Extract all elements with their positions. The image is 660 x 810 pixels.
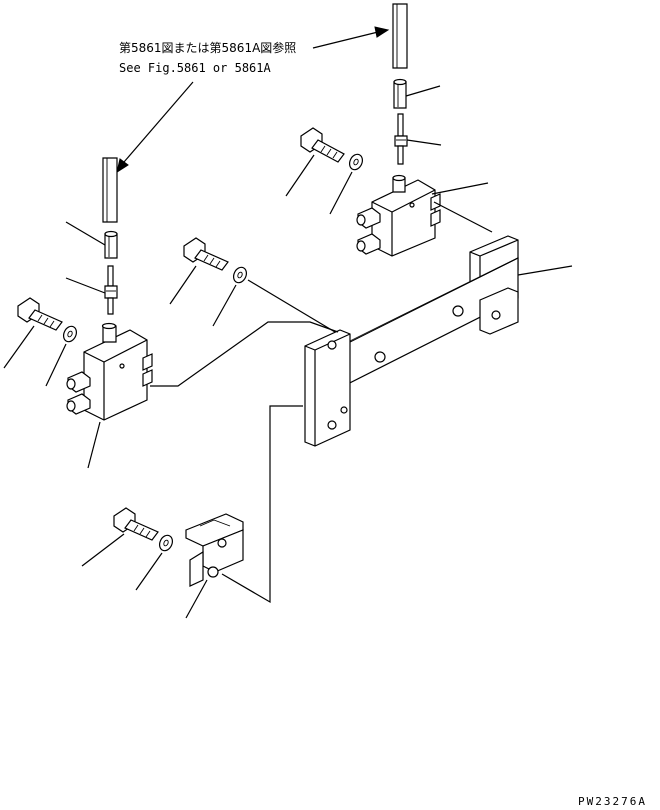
pipe-lower-run: [222, 406, 303, 602]
leader-bolt-lower: [82, 534, 124, 566]
leader-bolt-left: [4, 326, 34, 368]
leader-washer-lower: [136, 553, 162, 590]
bolt-middle: [184, 238, 228, 270]
leader-washer-right: [330, 172, 352, 214]
bolt-left: [18, 298, 62, 330]
leader-nipple-left: [66, 278, 105, 293]
leader-bolt-middle: [170, 266, 196, 304]
bolt-right-upper: [301, 128, 344, 162]
hose-left: [103, 158, 117, 222]
leader-valve-left: [88, 422, 100, 468]
hose-sleeve-right: [394, 80, 406, 109]
reference-text-jp: 第5861図または第5861A図参照: [119, 40, 296, 55]
hose-sleeve-left: [105, 232, 117, 259]
valve-block-left: [67, 324, 152, 421]
leader-clamp: [186, 580, 207, 618]
pipe-middle-washer: [248, 280, 335, 332]
washer-lower: [157, 533, 175, 553]
valve-block-right: [357, 176, 440, 257]
washer-middle: [231, 265, 249, 285]
leader-nipple-right: [407, 140, 441, 145]
drawing-code: PW23276A: [578, 795, 647, 808]
washer-right-upper: [347, 152, 365, 172]
nipple-left: [105, 266, 117, 314]
nipple-right: [395, 114, 407, 164]
reference-arrow-left: [117, 82, 193, 172]
leader-sleeve-left: [66, 222, 105, 245]
leader-sleeve-right: [406, 86, 440, 96]
reference-text-en: See Fig.5861 or 5861A: [119, 61, 271, 75]
leader-valve-right: [432, 183, 488, 194]
washer-left: [61, 324, 79, 344]
pipe-clamp: [186, 514, 243, 586]
leader-washer-left: [46, 344, 66, 386]
leader-washer-middle: [213, 285, 236, 326]
reference-arrow-right: [313, 27, 388, 48]
pipe-right-valve: [434, 202, 492, 232]
leader-bolt-right: [286, 155, 314, 196]
pipe-left-valve: [150, 322, 338, 386]
mounting-bracket: [305, 236, 518, 446]
hose-right: [393, 4, 407, 68]
leader-bracket: [518, 266, 572, 275]
bolt-lower: [114, 508, 158, 540]
